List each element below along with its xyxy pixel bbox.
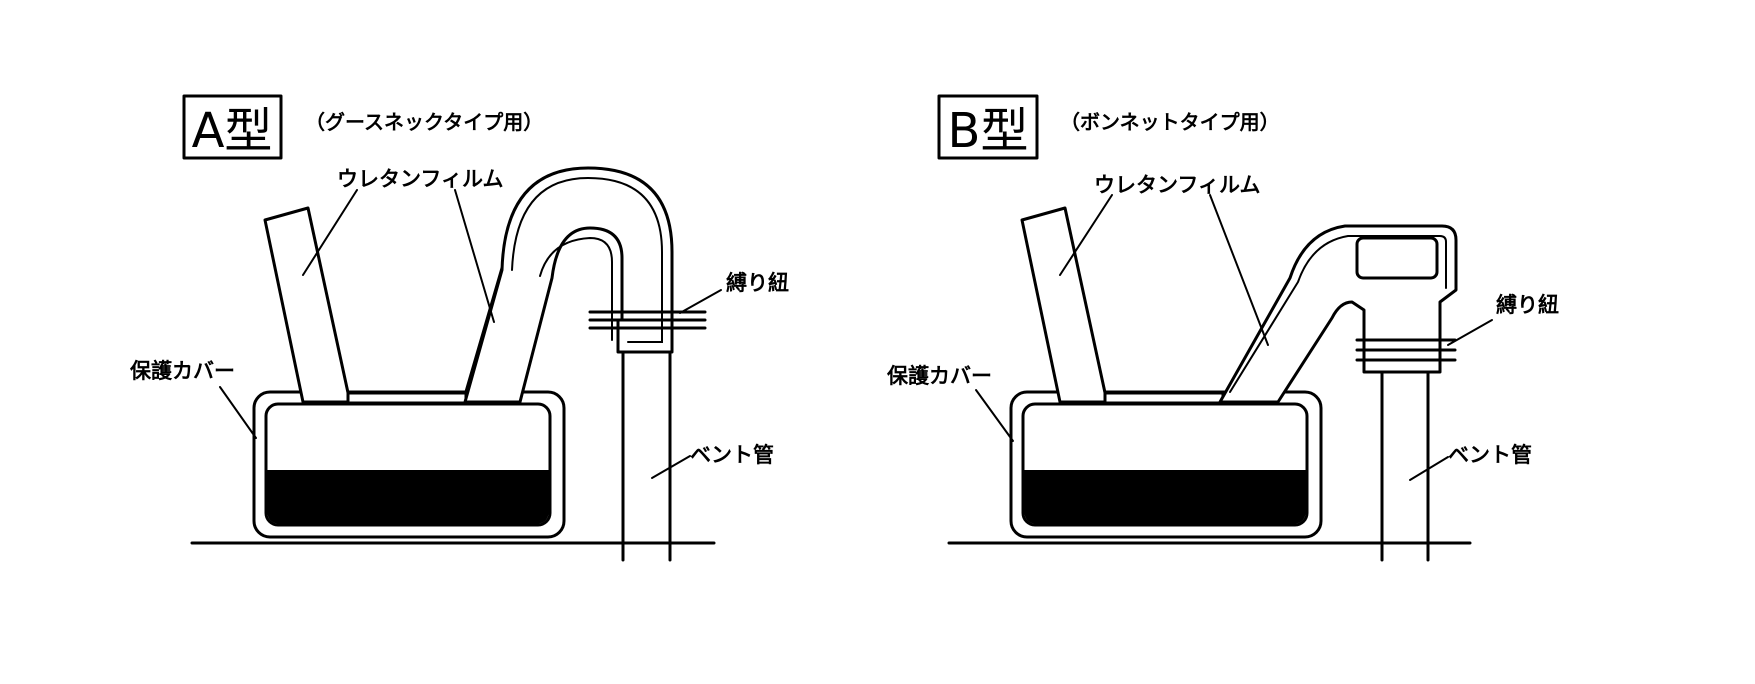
gooseneck-inner2-a — [539, 236, 613, 341]
label-cover-a: 保護カバー — [129, 359, 235, 383]
leader-string-b — [1447, 319, 1493, 346]
bonnet-inner-b — [1229, 235, 1447, 393]
label-cover-b: 保護カバー — [886, 364, 992, 388]
film-base-a — [346, 391, 468, 405]
label-film-a: ウレタンフィルム — [337, 167, 504, 191]
tank-liquid-a — [267, 470, 549, 524]
film-gooseneck-a — [463, 166, 674, 404]
leader-string-a — [679, 289, 722, 314]
leader-film-1-b — [1059, 194, 1113, 276]
diagram-a: A型 （グースネックタイプ用） ウレタンフィルム — [129, 94, 789, 562]
label-vent-b: ベント管 — [1448, 443, 1532, 467]
gooseneck-inner-a — [511, 176, 663, 343]
label-string-a: 縛り紐 — [726, 271, 789, 295]
label-film-b: ウレタンフィルム — [1094, 173, 1261, 197]
leader-film-1-a — [302, 189, 358, 276]
title-box-b — [937, 94, 1039, 160]
subtitle-b: （ボンネットタイプ用） — [1060, 110, 1280, 134]
diagram-b: B型 （ボンネットタイプ用） ウレタンフィルム 保護カバー 縛り紐 ベント — [886, 94, 1559, 562]
film-tube-a — [263, 206, 352, 404]
title-b: B型 — [948, 103, 1029, 159]
leader-cover-b — [975, 389, 1014, 442]
film-tube-b — [1020, 206, 1109, 404]
label-vent-a: ベント管 — [690, 443, 774, 467]
label-string-b: 縛り紐 — [1496, 293, 1559, 317]
title-a: A型 — [192, 103, 273, 159]
title-box-a — [182, 94, 283, 160]
tank-liquid-b — [1024, 470, 1306, 524]
leader-vent-a — [651, 455, 691, 479]
leader-film-2-b — [1209, 194, 1269, 346]
leader-vent-b — [1409, 456, 1449, 481]
leader-film-2-a — [454, 189, 495, 323]
subtitle-a: （グースネックタイプ用） — [305, 110, 543, 134]
vent-cap-b — [1355, 236, 1439, 280]
leader-cover-a — [219, 386, 257, 439]
film-base-b — [1103, 391, 1225, 405]
